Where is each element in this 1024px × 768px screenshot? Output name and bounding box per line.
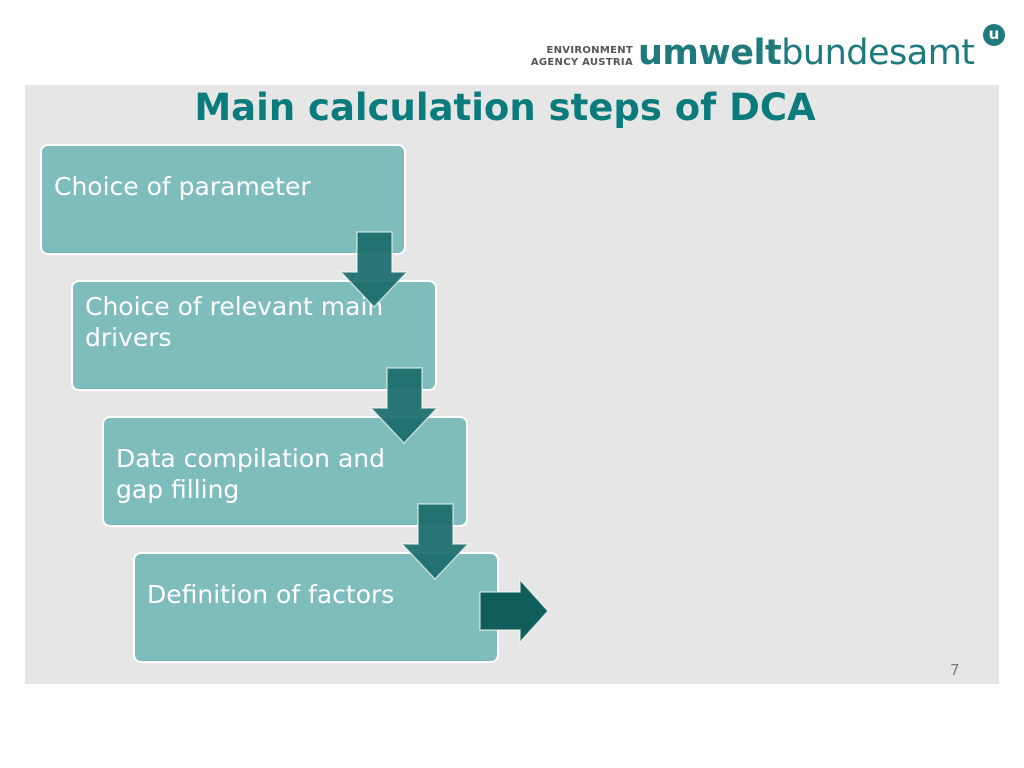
- step-label-1: Choice of parameter: [54, 172, 311, 201]
- right-arrow-icon: [479, 578, 550, 644]
- agency-logo: umweltbundesamt: [638, 33, 975, 73]
- logo-text-environment: ENVIRONMENT: [546, 45, 633, 56]
- down-arrow-icon-1: [339, 231, 409, 309]
- page-number: 7: [950, 661, 960, 679]
- slide-title: Main calculation steps of DCA: [194, 86, 816, 129]
- step-label-2: Choice of relevant main drivers: [85, 292, 384, 352]
- down-arrow-icon-2: [369, 367, 439, 445]
- down-arrow-icon-3: [400, 503, 470, 581]
- logo-word-bold: umwelt: [638, 33, 782, 73]
- logo-mark-icon: u: [983, 24, 1005, 46]
- step-label-4: Definition of factors: [147, 580, 395, 609]
- logo-word-regular: bundesamt: [781, 33, 975, 73]
- step-box-1: Choice of parameter: [40, 144, 406, 255]
- step-label-3: Data compilation and gap filling: [116, 444, 385, 504]
- logo-text-agency-austria: AGENCY AUSTRIA: [530, 57, 633, 68]
